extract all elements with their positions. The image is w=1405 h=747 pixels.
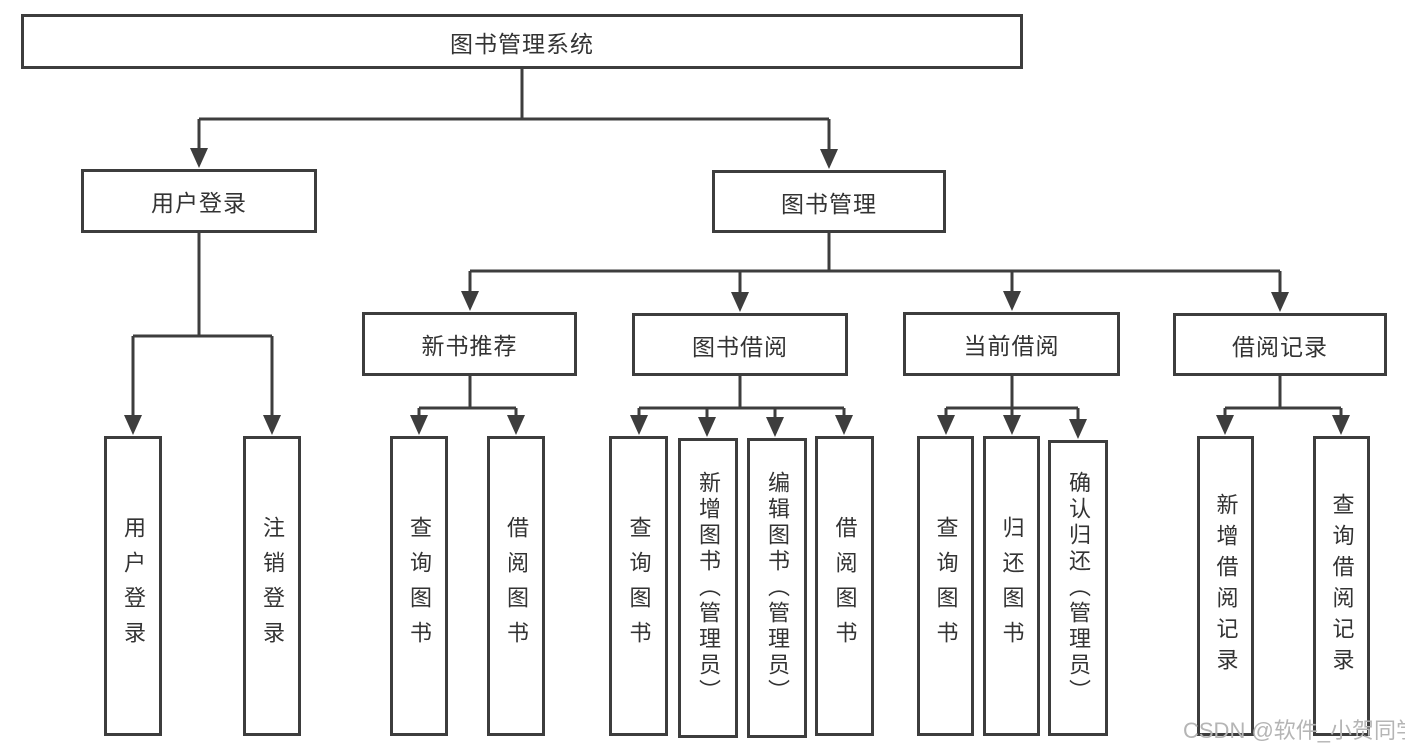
node-borrow-record-label: 借阅记录 [1232,333,1328,360]
leaf-nb-query-book: 查询图书 [390,436,448,736]
node-book-borrow: 图书借阅 [632,313,848,376]
leaf-cb-confirm-return: 确认归还（管理员） [1048,440,1108,736]
node-user-login: 用户登录 [81,169,317,233]
node-root: 图书管理系统 [21,14,1023,69]
node-new-book-rec: 新书推荐 [362,312,577,376]
watermark: CSDN @软件_小贺同学 [1183,718,1405,743]
leaf-bb-borrow-book: 借阅图书 [815,436,874,736]
leaf-bb-query-book-label: 查询图书 [626,516,652,656]
leaf-bb-add-book-label: 新增图书（管理员） [696,471,721,705]
node-book-mgmt-label: 图书管理 [781,190,877,217]
leaf-cb-return-book: 归还图书 [983,436,1040,736]
node-book-borrow-label: 图书借阅 [692,333,788,360]
leaf-bb-edit-book-label: 编辑图书（管理员） [765,471,790,705]
leaf-bb-borrow-book-label: 借阅图书 [832,516,858,656]
leaf-logout: 注销登录 [243,436,301,736]
leaf-cb-query-book-label: 查询图书 [933,516,959,656]
leaf-cb-return-book-label: 归还图书 [999,516,1025,656]
leaf-br-add-record: 新增借阅记录 [1197,436,1254,736]
leaf-bb-edit-book: 编辑图书（管理员） [747,438,807,738]
node-new-book-rec-label: 新书推荐 [421,333,518,359]
leaf-user-login-label: 用户登录 [121,516,146,656]
leaf-nb-borrow-book-label: 借阅图书 [504,516,529,656]
leaf-logout-label: 注销登录 [260,516,285,656]
node-book-mgmt: 图书管理 [712,170,946,233]
leaf-br-query-record-label: 查询借阅记录 [1329,493,1355,679]
node-borrow-record: 借阅记录 [1173,313,1387,376]
node-user-login-label: 用户登录 [151,190,247,216]
leaf-bb-query-book: 查询图书 [609,436,668,736]
node-current-borrow-label: 当前借阅 [963,333,1060,359]
leaf-user-login: 用户登录 [104,436,162,736]
leaf-cb-confirm-return-label: 确认归还（管理员） [1066,471,1091,705]
node-root-label: 图书管理系统 [450,30,594,57]
leaf-nb-query-book-label: 查询图书 [407,516,432,656]
leaf-nb-borrow-book: 借阅图书 [487,436,545,736]
leaf-br-add-record-label: 新增借阅记录 [1213,493,1239,679]
leaf-bb-add-book: 新增图书（管理员） [678,438,738,738]
leaf-br-query-record: 查询借阅记录 [1313,436,1370,736]
leaf-cb-query-book: 查询图书 [917,436,974,736]
node-current-borrow: 当前借阅 [903,312,1120,376]
